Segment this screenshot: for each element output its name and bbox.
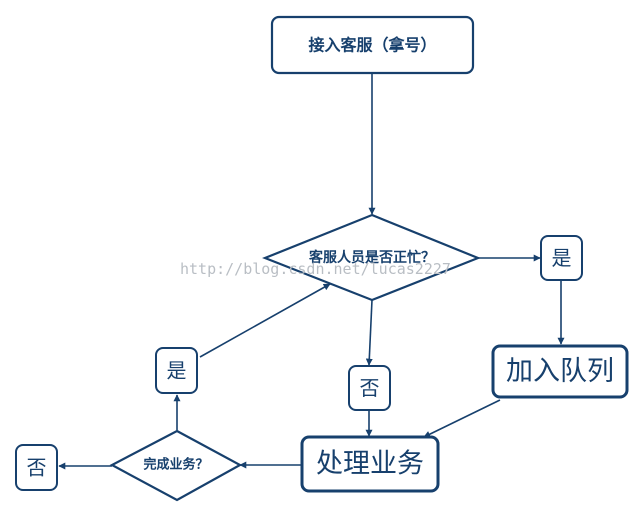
decision-done: 完成业务？ xyxy=(109,429,243,502)
decision-busy-label: 客服人员是否正忙？ xyxy=(308,249,435,266)
connectors xyxy=(58,73,565,470)
handle-business-label: 处理业务 xyxy=(316,449,424,480)
yes-done-node: 是 xyxy=(155,347,198,394)
no-done-node: 否 xyxy=(15,444,58,491)
handle-business-node: 处理业务 xyxy=(300,435,440,493)
decision-done-label: 完成业务？ xyxy=(143,457,208,473)
no-busy-label: 否 xyxy=(360,376,380,400)
start-node: 接入客服（拿号） xyxy=(270,15,475,75)
no-done-label: 否 xyxy=(27,456,47,480)
join-queue-node: 加入队列 xyxy=(491,344,629,399)
yes-busy-node: 是 xyxy=(540,235,583,281)
arrow-decision-to-no-busy xyxy=(365,299,373,366)
decision-busy: 客服人员是否正忙？ xyxy=(262,213,481,302)
watermark-text: http://blog.csdn.net/lucas2227 xyxy=(180,260,451,278)
yes-busy-label: 是 xyxy=(552,246,572,270)
arrow-queue-to-handle xyxy=(423,399,501,438)
no-busy-node: 否 xyxy=(348,365,391,411)
start-node-label: 接入客服（拿号） xyxy=(308,36,436,55)
yes-done-label: 是 xyxy=(167,359,187,383)
arrow-yes-done-to-decision xyxy=(199,283,331,358)
join-queue-label: 加入队列 xyxy=(506,356,614,387)
